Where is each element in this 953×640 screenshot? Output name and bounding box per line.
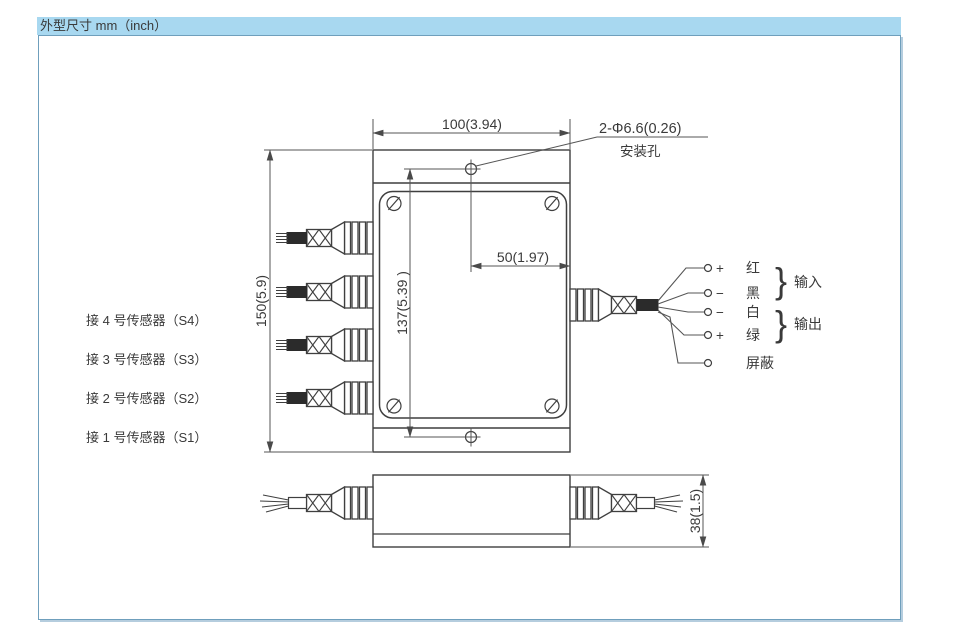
sensor-port-labels: 接 4 号传感器（S4） 接 3 号传感器（S3） 接 2 号传感器（S2） 接… [86,313,207,445]
dim-width-label: 100(3.94) [442,116,502,132]
sensor-connector-s3 [275,275,374,309]
sensor-connector-s1 [275,381,374,415]
dim-hole-offset-label: 50(1.97) [497,249,549,265]
output-group-label: 输出 [794,316,822,332]
screw-bottom-right [544,398,560,414]
section-header: 外型尺寸 mm（inch） [37,17,901,35]
input-brace: } [775,260,787,301]
screw-top-left [386,195,402,212]
cover-plate [378,190,568,419]
terminal-shield [703,358,713,368]
screw-bottom-left [386,398,402,414]
section-title: 外型尺寸 mm（inch） [40,18,168,33]
sensor-label-s2: 接 2 号传感器（S2） [86,391,207,406]
side-view: 38(1.5) [259,474,709,548]
side-view-right-connector [569,486,684,520]
sign-white: − [716,305,724,320]
wire-label-red: 红 [746,260,760,276]
terminal-green [703,330,713,340]
sign-black: − [716,286,724,301]
side-view-left-connector [259,486,374,520]
wire-label-green: 绿 [746,327,760,343]
sensor-connector-s4 [275,221,374,255]
screw-top-right [544,195,560,212]
side-view-body [372,474,571,548]
wire-label-shield: 屏蔽 [746,355,774,371]
dim-depth-label: 38(1.5) [687,489,703,533]
sensor-label-s3: 接 3 号传感器（S3） [86,352,207,367]
mounting-hole-top [460,158,482,180]
input-group-label: 输入 [794,274,822,290]
mounting-hole-bottom [460,426,482,448]
terminal-white [703,307,713,317]
sign-red: + [716,261,724,276]
output-connector [569,288,659,322]
sensor-label-s1: 接 1 号传感器（S1） [86,430,207,445]
wiring-diagram: + − − + 红 黑 白 绿 屏蔽 } } 输入 输出 [657,260,822,371]
dimensions [264,119,708,453]
terminal-black [703,288,713,298]
output-brace: } [775,303,787,344]
dim-hole-pitch-label: 137(5.39 ) [394,271,410,335]
dim-height-label: 150(5.9) [253,275,269,327]
top-view [275,149,659,453]
wire-label-black: 黑 [746,285,760,301]
terminal-red [703,263,713,273]
sensor-connector-s2 [275,328,374,362]
sensor-label-s4: 接 4 号传感器（S4） [86,313,207,328]
sign-green: + [716,328,724,343]
hole-callout-label: 安装孔 [620,144,661,159]
wire-label-white: 白 [746,304,760,320]
hole-callout-text: 2-Φ6.6(0.26) [599,121,682,137]
